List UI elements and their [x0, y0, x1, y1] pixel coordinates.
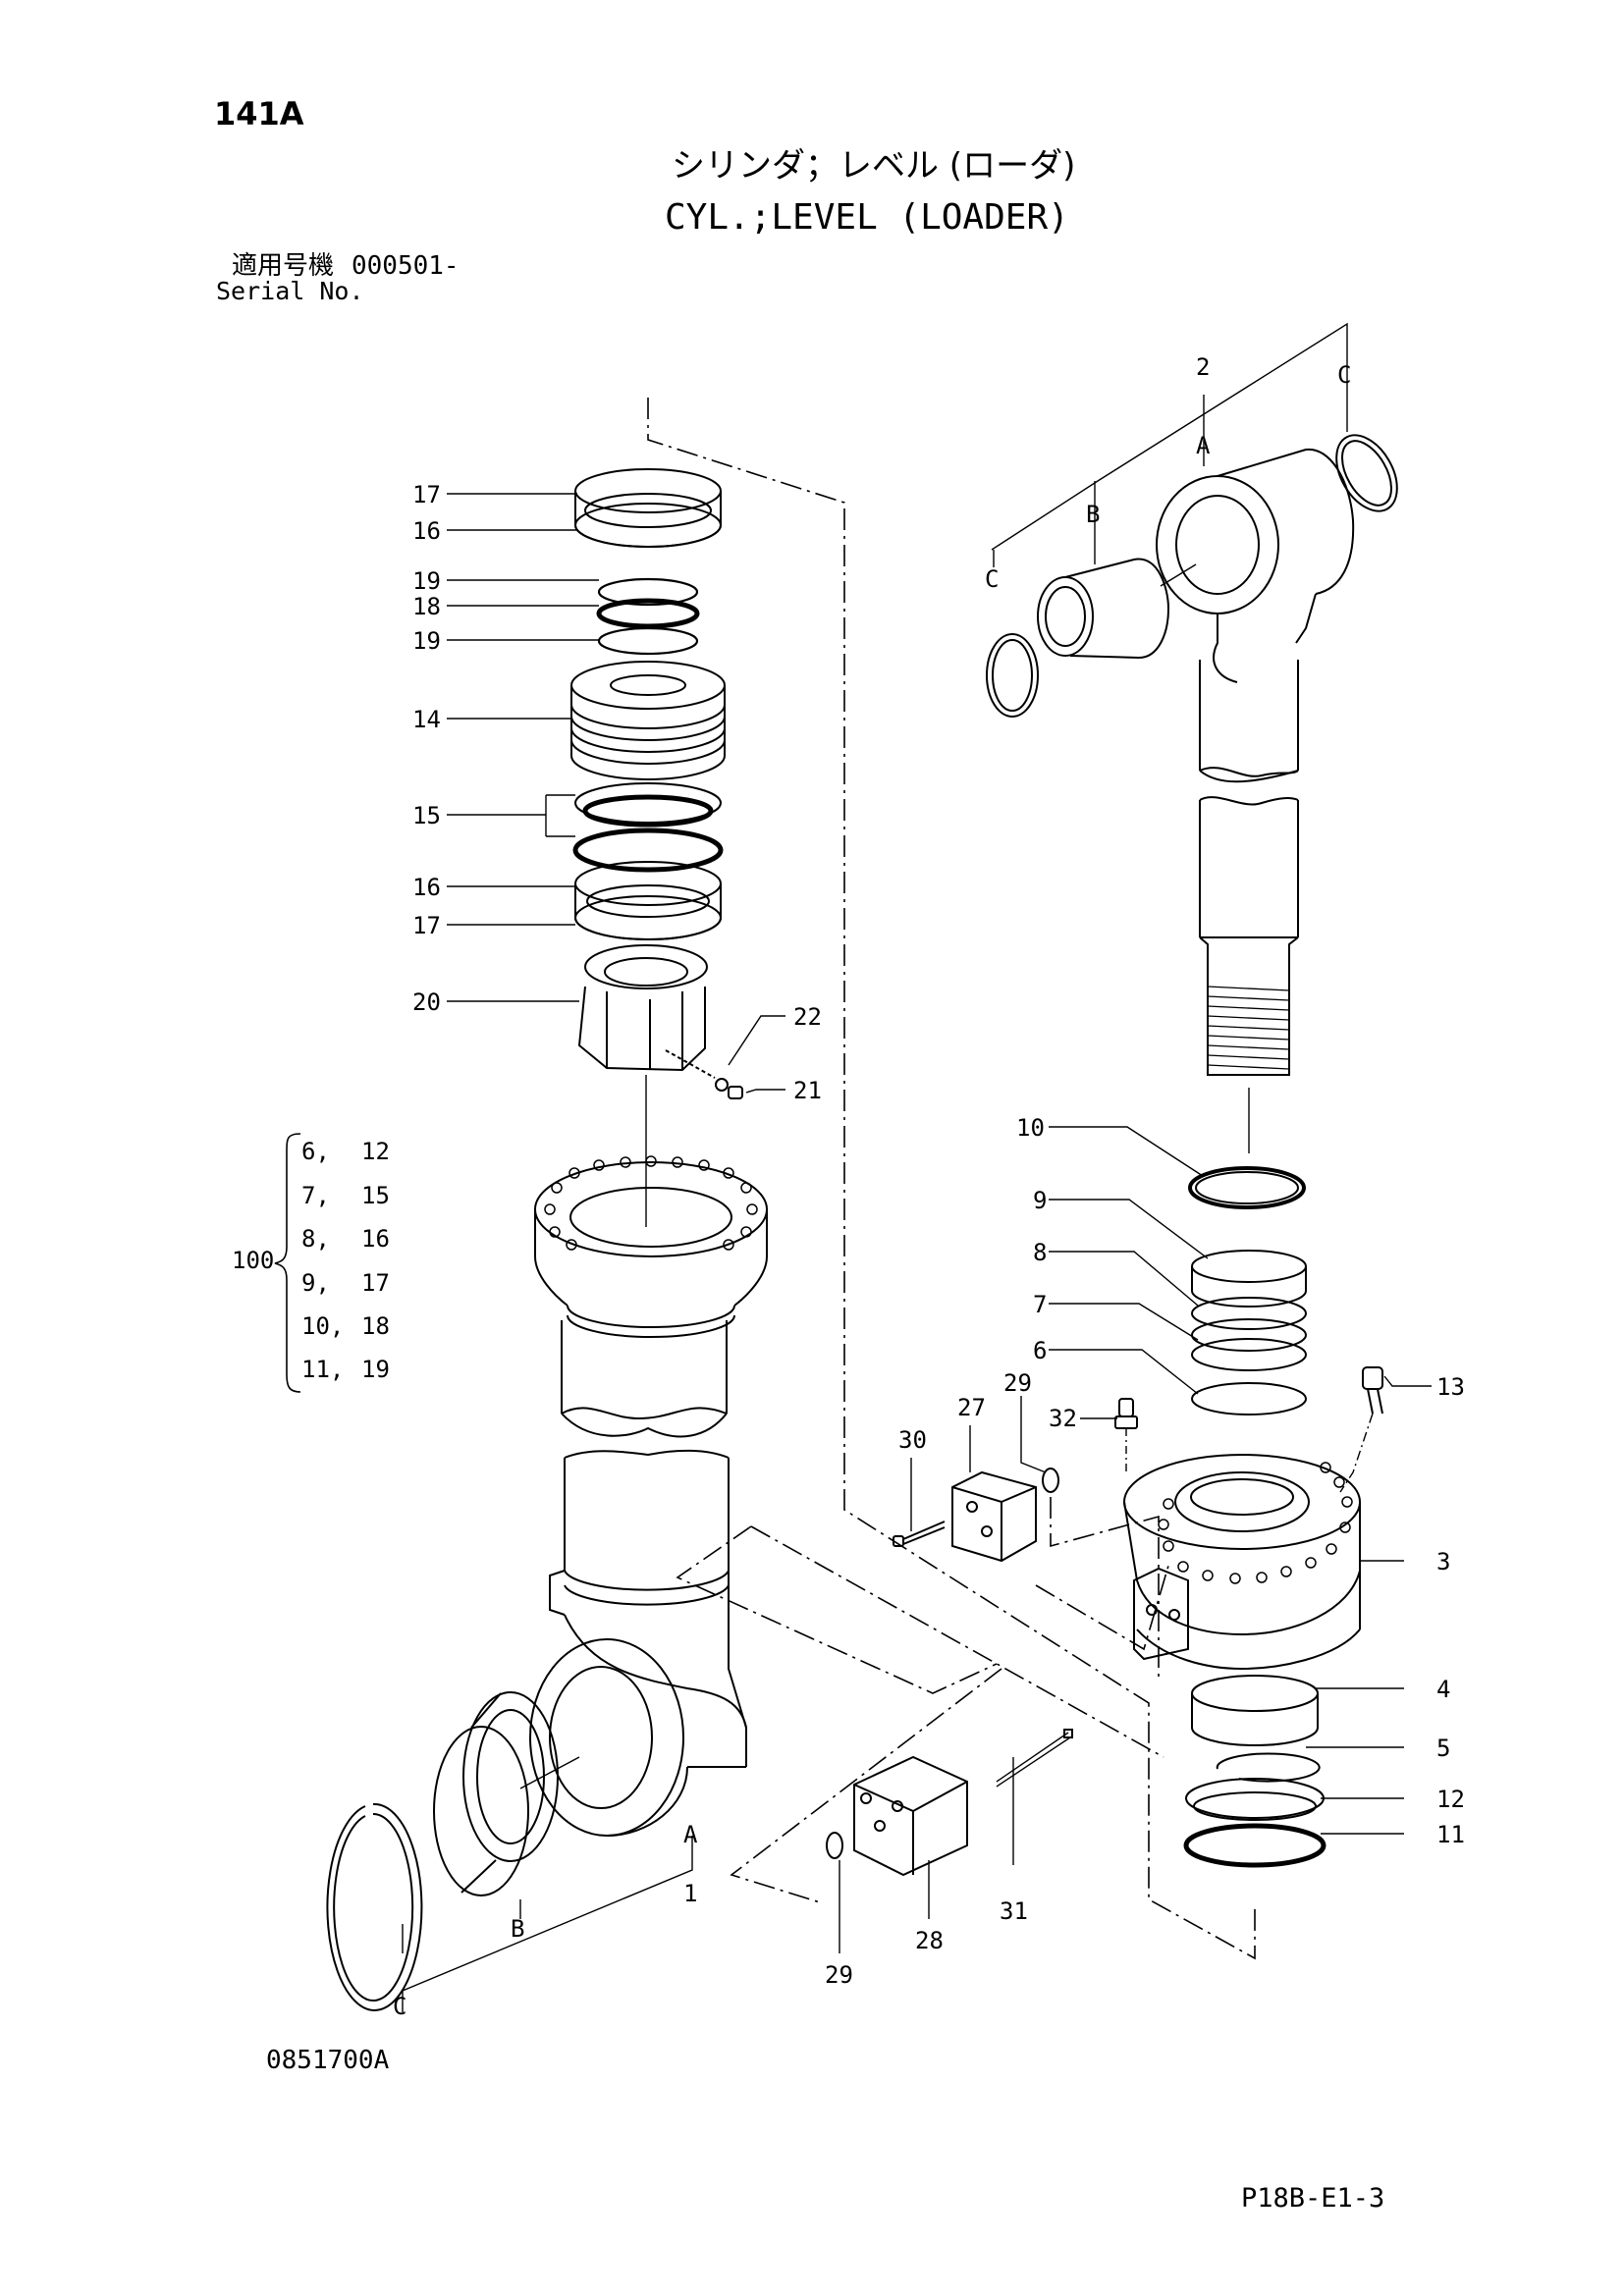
callout-a: A — [683, 1821, 698, 1848]
flange-bolt-holes — [544, 1155, 758, 1251]
callout-1: 1 — [683, 1880, 697, 1907]
kit-row-4-a: 9, — [301, 1269, 330, 1297]
callout-2: 2 — [1196, 353, 1210, 381]
valve-block-upper — [893, 1468, 1059, 1563]
callout-31: 31 — [1000, 1897, 1028, 1925]
callout-a: A — [1196, 432, 1211, 459]
callout-labels: 17 16 19 18 19 14 15 16 17 20 22 21 2 C … — [393, 353, 1465, 2020]
kit-row-4-b: 17 — [361, 1269, 390, 1297]
kit-row-2-a: 7, — [301, 1182, 330, 1209]
snap-rings-top — [986, 434, 1398, 718]
callout-15: 15 — [412, 802, 441, 829]
kit-row-6-b: 19 — [361, 1356, 390, 1383]
kit-row-3-a: 8, — [301, 1225, 330, 1253]
gland-bolt-holes — [1158, 1462, 1353, 1584]
kit-row-6-a: 11, — [301, 1356, 344, 1383]
leader-lines — [402, 322, 1432, 2012]
callout-c: C — [985, 565, 999, 593]
title-japanese: シリンダ；レベル (ローダ) — [672, 146, 1076, 186]
piston-rod — [1199, 660, 1299, 1153]
cylinder-tube — [534, 1161, 768, 1438]
callout-9: 9 — [1033, 1187, 1047, 1214]
valve-block-lower — [826, 1729, 1073, 1877]
callout-19: 19 — [412, 567, 441, 595]
callout-18: 18 — [412, 593, 441, 620]
snap-ring-bottom — [326, 1802, 423, 2011]
callout-14: 14 — [412, 706, 441, 733]
grease-nipple — [1114, 1398, 1138, 1472]
callout-7: 7 — [1033, 1291, 1047, 1318]
kit-row-1-a: 6, — [301, 1138, 330, 1165]
callout-b: B — [511, 1915, 524, 1943]
kit-row-3-b: 16 — [361, 1225, 390, 1253]
assembly-centerlines — [647, 398, 1256, 1960]
cylinder-head-gland — [1123, 1454, 1361, 1671]
callout-22: 22 — [793, 1003, 822, 1031]
kit-row-5-a: 10, — [301, 1312, 344, 1340]
kit-brace — [274, 1133, 301, 1393]
callout-6: 6 — [1033, 1337, 1047, 1364]
cylinder-bottom — [519, 1449, 747, 1837]
callout-16: 16 — [412, 517, 441, 545]
callout-29: 29 — [825, 1961, 853, 1989]
serial-number-value: 000501- — [352, 251, 460, 281]
title-english: CYL.;LEVEL (LOADER) — [665, 197, 1069, 238]
drawing-code: 0851700A — [266, 2046, 390, 2075]
callout-30: 30 — [898, 1426, 927, 1454]
callout-16: 16 — [412, 874, 441, 901]
rod-seal-stack — [570, 468, 743, 1227]
page-number: 141A — [214, 95, 304, 133]
gland-seal-stack — [1188, 1166, 1307, 1415]
callout-8: 8 — [1033, 1239, 1047, 1266]
callout-28: 28 — [915, 1927, 944, 1954]
callout-17: 17 — [412, 912, 441, 939]
callout-17: 17 — [412, 481, 441, 508]
socket-bolt — [1339, 1366, 1383, 1493]
rod-eye — [1156, 448, 1355, 683]
kit-row-1-b: 12 — [361, 1138, 390, 1165]
bushing-bottom — [433, 1691, 559, 1896]
callout-10: 10 — [1016, 1114, 1045, 1142]
callout-3: 3 — [1436, 1548, 1450, 1575]
callout-21: 21 — [793, 1077, 822, 1104]
callout-c: C — [1337, 361, 1351, 389]
bushing-top — [1037, 558, 1170, 660]
callout-32: 32 — [1049, 1405, 1077, 1432]
lower-ring-stack — [1183, 1675, 1326, 1868]
callout-5: 5 — [1436, 1735, 1450, 1762]
page-reference: P18B-E1-3 — [1241, 2183, 1385, 2214]
callout-12: 12 — [1436, 1786, 1465, 1813]
callout-27: 27 — [957, 1394, 986, 1421]
serial-label-english: Serial No. — [216, 277, 364, 305]
kit-list: 100 6, 12 7, 15 8, 16 9, 17 10, 18 11, 1… — [232, 1138, 390, 1383]
callout-29: 29 — [1003, 1369, 1032, 1397]
kit-label: 100 — [232, 1247, 274, 1274]
callout-20: 20 — [412, 988, 441, 1016]
serial-label-japanese: 適用号機 — [232, 251, 335, 281]
callout-11: 11 — [1436, 1821, 1465, 1848]
kit-row-5-b: 18 — [361, 1312, 390, 1340]
callout-c: C — [393, 1993, 406, 2020]
callout-13: 13 — [1436, 1373, 1465, 1401]
callout-4: 4 — [1436, 1676, 1450, 1703]
callout-19: 19 — [412, 627, 441, 655]
kit-row-2-b: 15 — [361, 1182, 390, 1209]
callout-b: B — [1086, 501, 1100, 528]
